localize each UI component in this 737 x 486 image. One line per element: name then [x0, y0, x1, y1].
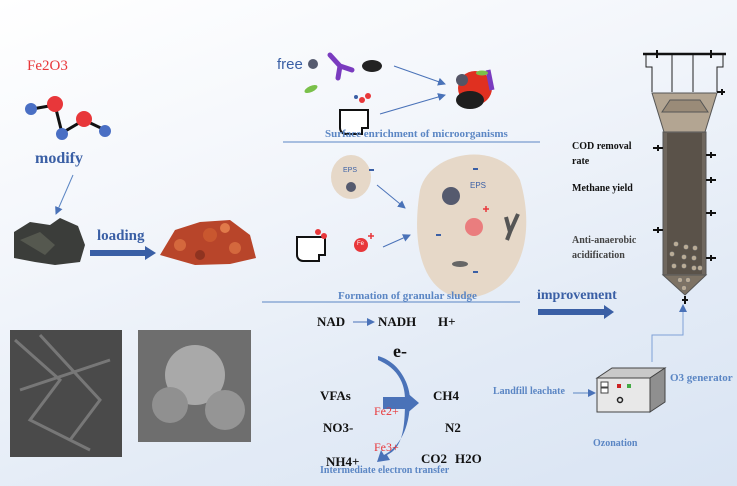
nad-label: NAD: [317, 314, 346, 329]
enriched-aggregate: [456, 69, 495, 109]
eps-label-small: EPS: [343, 167, 358, 174]
fe2-label: Fe2+: [374, 404, 399, 418]
n2-label: N2: [445, 420, 461, 435]
ozonation-label: Ozonation: [593, 438, 638, 449]
cod-removal-label: COD removal rate: [572, 141, 632, 167]
o3-generator-label: O3 generator: [670, 372, 733, 384]
landfill-leachate-label: Landfill leachate: [493, 386, 565, 397]
improvement-arrow: [538, 309, 604, 315]
fe2o3-label: Fe2O3: [27, 58, 68, 74]
ozone-generator: [595, 367, 667, 413]
carrier-icon: [339, 109, 369, 135]
iron-loaded-carrier: [160, 220, 256, 265]
free-label: free: [277, 56, 303, 73]
modify-arrow: [55, 174, 74, 215]
nadh-label: NADH: [378, 314, 417, 329]
small-eps-floc: [331, 155, 371, 199]
fe-label: Fe: [357, 241, 365, 247]
antibody-microbe-icon: [327, 52, 355, 81]
ch4-label: CH4: [433, 388, 459, 403]
electron-label: e-: [393, 341, 407, 361]
eps-label-large: EPS: [470, 181, 487, 190]
bacillus-icon: [304, 84, 318, 94]
conversion-arrow: [383, 391, 419, 415]
improvement-label: improvement: [537, 288, 617, 303]
anti-acidification-label: Anti-anaerobic acidification: [572, 235, 637, 261]
no3-label: NO3-: [323, 420, 354, 435]
h-plus-label: H+: [438, 314, 456, 329]
vfas-label: VFAs: [320, 388, 351, 403]
spiky-microbe-icon: [362, 60, 382, 72]
co2-label: CO2: [421, 451, 447, 466]
fe-ion: [354, 238, 368, 252]
uasb-reactor: [643, 50, 726, 304]
granular-sludge-label: Formation of granular sludge: [338, 290, 477, 302]
microbe-icon: [308, 59, 318, 69]
electron-transfer-label: Intermediate electron transfer: [320, 465, 450, 476]
loading-label: loading: [97, 228, 145, 244]
fe3-label: Fe3+: [374, 440, 399, 454]
loading-arrow: [90, 250, 145, 256]
methane-yield-label: Methane yield: [572, 183, 633, 194]
surface-enrichment-label: Surface enrichment of microorganisms: [325, 128, 508, 140]
h2o-label: H2O: [455, 451, 482, 466]
fe2o3-molecule: [25, 96, 111, 140]
nh4-label: NH4+: [326, 454, 360, 469]
modify-label: modify: [35, 150, 83, 167]
